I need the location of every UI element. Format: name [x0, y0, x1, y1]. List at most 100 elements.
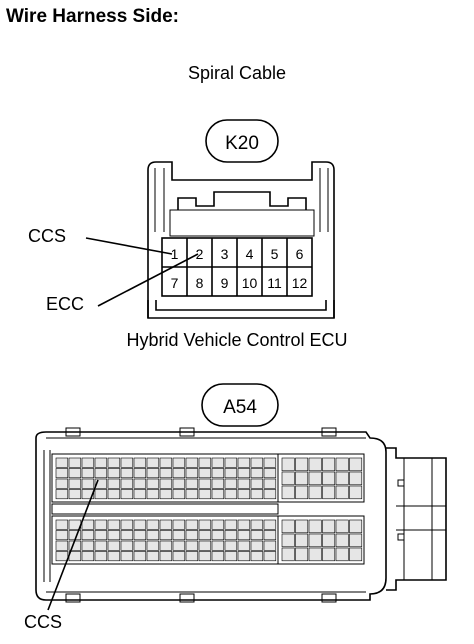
- a54-aux-upper-cell: [335, 485, 349, 500]
- a54-main-upper-cell: [237, 478, 251, 489]
- a54-main-upper-cell: [68, 468, 82, 479]
- a54-main-lower-cell: [263, 519, 277, 530]
- a54-callout-ccs: CCS: [24, 612, 63, 632]
- a54-main-upper-cell: [159, 489, 173, 500]
- a54-main-lower-cell: [211, 551, 225, 562]
- a54-main-upper-cell: [211, 457, 225, 468]
- a54-main-upper-cell: [263, 468, 277, 479]
- k20-pin-2: 2: [196, 246, 204, 262]
- k20-leader-ecc: [97, 253, 199, 307]
- k20-housing-band: [169, 209, 315, 237]
- a54-main-lower-cell: [120, 519, 134, 530]
- a54-tab-bottom-1: [65, 593, 81, 603]
- a54-aux-lower-cell: [295, 547, 309, 562]
- a54-main-lower-cell: [120, 540, 134, 551]
- k20-pin-3: 3: [221, 246, 229, 262]
- a54-main-upper-cell: [133, 468, 147, 479]
- a54-main-lower-cell: [185, 530, 199, 541]
- a54-main-upper-cell: [68, 489, 82, 500]
- a54-main-upper-cell: [185, 468, 199, 479]
- a54-main-upper-cell: [55, 468, 69, 479]
- k20-pin-11: 11: [267, 275, 282, 291]
- a54-aux-lower-frame: [277, 515, 365, 565]
- a54-main-lower-cell: [159, 551, 173, 562]
- a54-main-upper-cell: [250, 489, 264, 500]
- a54-main-lower-cell: [94, 551, 108, 562]
- a54-main-lower-cell: [146, 551, 160, 562]
- a54-main-upper-cell: [224, 478, 238, 489]
- a54-main-lower-cell: [250, 551, 264, 562]
- a54-main-upper-cell: [94, 489, 108, 500]
- a54-main-upper-cell: [133, 478, 147, 489]
- a54-main-upper-cell: [107, 457, 121, 468]
- a54-main-lower-cell: [159, 540, 173, 551]
- a54-aux-upper-cell: [349, 485, 363, 500]
- a54-main-upper-cell: [146, 489, 160, 500]
- a54-tab-top-1: [65, 427, 81, 437]
- a54-main-lower-cell: [250, 530, 264, 541]
- a54-main-lower-cell: [237, 530, 251, 541]
- a54-aux-lower-cell: [308, 533, 322, 548]
- a54-main-upper-cell: [185, 489, 199, 500]
- a54-main-upper-cell: [146, 478, 160, 489]
- k20-pin-4: 4: [246, 246, 254, 262]
- k20-bottom-rail: [155, 300, 327, 311]
- a54-main-lower-cell: [198, 551, 212, 562]
- a54-aux-lower-cell: [322, 547, 336, 562]
- a54-aux-lower-cell: [295, 519, 309, 534]
- a54-main-upper-cell: [250, 468, 264, 479]
- a54-main-upper-cell: [159, 457, 173, 468]
- a54-aux-upper-cell: [335, 471, 349, 486]
- a54-aux-upper-cell: [295, 485, 309, 500]
- a54-main-lower-cell: [172, 540, 186, 551]
- a54-main-lower-cell: [263, 530, 277, 541]
- a54-aux-upper-cell: [281, 485, 295, 500]
- k20-leader-ccs: [85, 237, 173, 255]
- a54-main-upper-cell: [55, 478, 69, 489]
- a54-main-upper-cell: [198, 478, 212, 489]
- k20-pin-9: 9: [221, 275, 229, 291]
- connector-k20: K20 1 2 3 4 5 6 7 8 9 10 11 12: [85, 119, 335, 319]
- a54-main-lower-cell: [55, 530, 69, 541]
- a54-main-lower-cell: [237, 519, 251, 530]
- a54-main-lower-cell: [133, 530, 147, 541]
- a54-main-upper-cell: [250, 478, 264, 489]
- a54-aux-lower-cell: [322, 533, 336, 548]
- a54-main-upper-cell: [81, 478, 95, 489]
- a54-main-upper-cell: [94, 468, 108, 479]
- a54-main-upper-cell: [185, 457, 199, 468]
- k20-id-bubble: [205, 119, 279, 163]
- a54-main-lower-cell: [224, 551, 238, 562]
- a54-main-upper-cell: [146, 468, 160, 479]
- a54-main-lower-cell: [159, 530, 173, 541]
- a54-main-upper-cell: [68, 478, 82, 489]
- a54-main-lower-cell: [146, 540, 160, 551]
- a54-main-lower-cell: [159, 519, 173, 530]
- k20-callout-ecc: ECC: [46, 294, 85, 314]
- a54-aux-lower-cell: [281, 547, 295, 562]
- a54-main-upper-cell: [211, 468, 225, 479]
- a54-main-upper-cell: [81, 457, 95, 468]
- a54-lever: [386, 447, 447, 591]
- a54-main-lower-cell: [250, 540, 264, 551]
- a54-main-lower-cell: [81, 519, 95, 530]
- a54-main-upper-cell: [55, 457, 69, 468]
- k20-pin-8: 8: [196, 275, 204, 291]
- a54-main-upper-cell: [198, 468, 212, 479]
- a54-main-upper-cell: [263, 457, 277, 468]
- a54-aux-lower-cell: [349, 533, 363, 548]
- a54-main-lower-cell: [94, 519, 108, 530]
- a54-leader-ccs: [47, 479, 99, 611]
- a54-main-lower-cell: [94, 540, 108, 551]
- a54-main-upper-cell: [198, 457, 212, 468]
- a54-main-lower-cell: [133, 551, 147, 562]
- a54-main-upper-cell: [263, 489, 277, 500]
- a54-main-lower-cell: [172, 519, 186, 530]
- k20-pin-10: 10: [242, 275, 258, 291]
- a54-main-lower-cell: [107, 551, 121, 562]
- a54-caption: Hybrid Vehicle Control ECU: [126, 330, 348, 350]
- a54-main-lower-cell: [198, 540, 212, 551]
- a54-main-upper-cell: [172, 489, 186, 500]
- a54-tab-bottom-3: [321, 593, 337, 603]
- k20-pin-6: 6: [296, 246, 304, 262]
